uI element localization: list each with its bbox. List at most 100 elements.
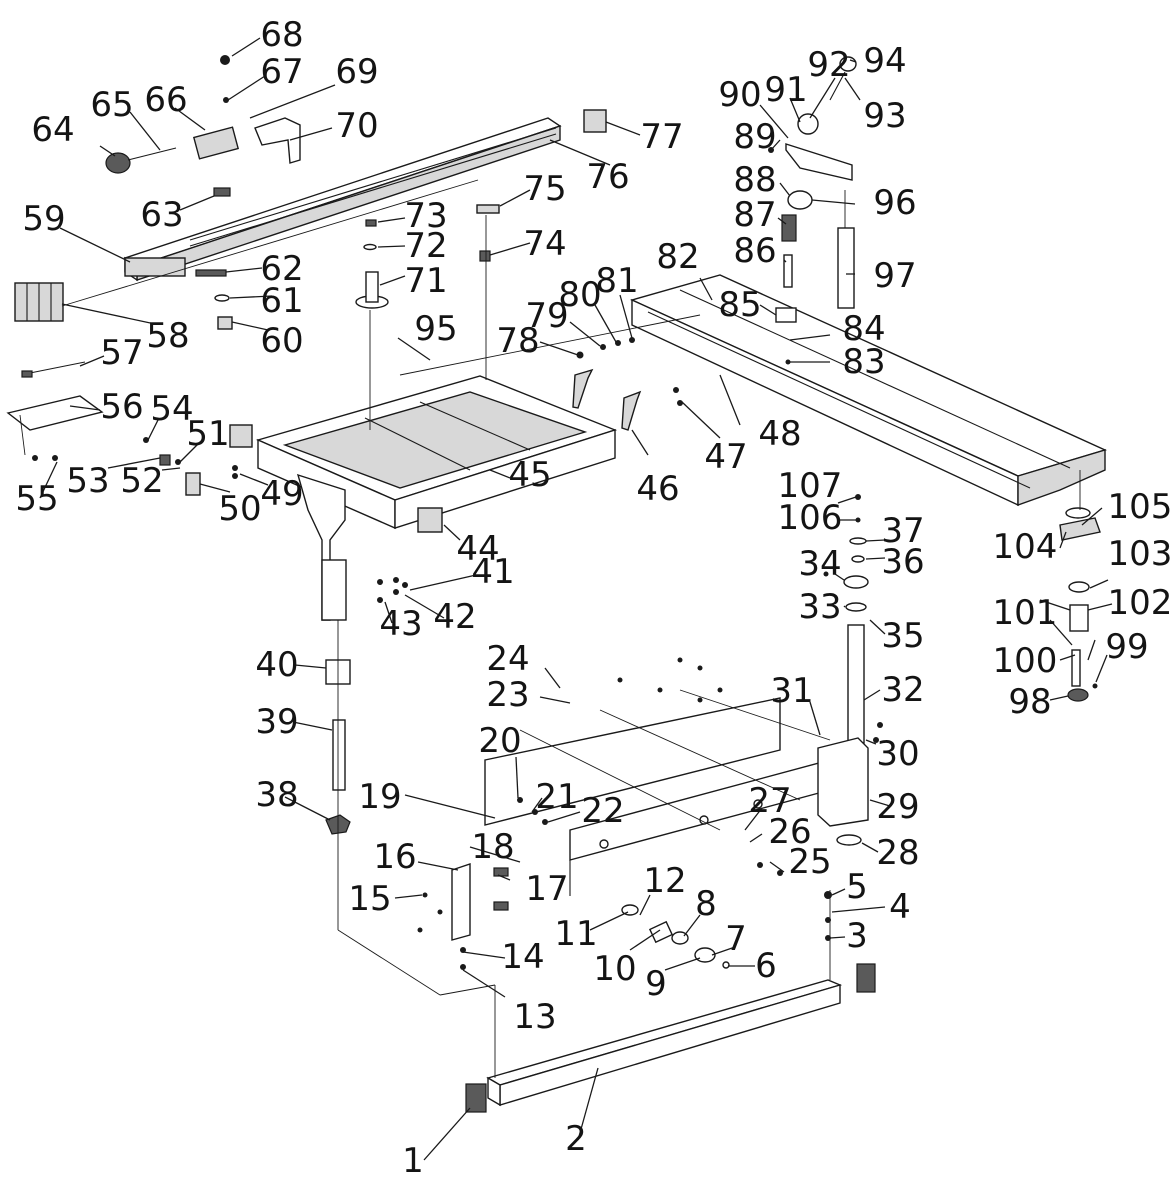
callout-60: 60 (260, 321, 303, 361)
callout-59: 59 (22, 199, 65, 239)
callout-15: 15 (348, 879, 391, 919)
callout-24: 24 (486, 639, 529, 679)
callout-3: 3 (846, 916, 868, 956)
callout-32: 32 (881, 670, 924, 710)
support-column (843, 537, 869, 744)
callout-19: 19 (358, 777, 401, 817)
callout-70: 70 (335, 106, 378, 146)
callout-14: 14 (501, 937, 544, 977)
callout-10: 10 (593, 949, 636, 989)
callout-93: 93 (863, 96, 906, 136)
callout-96: 96 (873, 183, 916, 223)
callout-6: 6 (755, 946, 777, 986)
callout-1: 1 (402, 1141, 424, 1181)
callout-50: 50 (218, 489, 261, 529)
callout-85: 85 (718, 285, 761, 325)
callout-64: 64 (31, 110, 74, 150)
callout-78: 78 (496, 321, 539, 361)
fastener-dots (32, 147, 1098, 970)
callout-49: 49 (260, 474, 303, 514)
callout-44: 44 (456, 529, 499, 569)
small-hardware (195, 109, 607, 330)
callout-31: 31 (770, 671, 813, 711)
leader-lines (39, 37, 1113, 1161)
callout-87: 87 (733, 195, 776, 235)
callout-80: 80 (558, 275, 601, 315)
callout-75: 75 (523, 169, 566, 209)
callout-8: 8 (695, 884, 717, 924)
assembly-guide-lines (19, 179, 1081, 1078)
callout-30: 30 (876, 734, 919, 774)
callout-84: 84 (842, 309, 885, 349)
callout-103: 103 (1108, 534, 1173, 574)
callout-94: 94 (863, 41, 906, 81)
callout-35: 35 (881, 616, 924, 656)
callout-26: 26 (768, 812, 811, 852)
callout-90: 90 (718, 75, 761, 115)
frame-brackets (159, 424, 443, 533)
callout-79: 79 (525, 296, 568, 336)
side-bracket (451, 863, 509, 941)
callout-89: 89 (733, 117, 776, 157)
callout-45: 45 (508, 455, 551, 495)
callout-104: 104 (993, 527, 1058, 567)
plate-and-screw (6, 361, 104, 431)
callout-73: 73 (404, 196, 447, 236)
callout-63: 63 (140, 195, 183, 235)
lock-handles (572, 337, 683, 431)
callout-29: 29 (876, 787, 919, 827)
callout-77: 77 (640, 117, 683, 157)
callout-42: 42 (433, 597, 476, 637)
callout-97: 97 (873, 256, 916, 296)
callout-37: 37 (881, 511, 924, 551)
callout-13: 13 (513, 997, 556, 1037)
callout-62: 62 (260, 249, 303, 289)
callout-38: 38 (255, 775, 298, 815)
callout-numbers: 1 2 3 4 5 6 7 8 9 10 11 12 13 14 15 16 1… (15, 15, 1172, 1181)
callout-28: 28 (876, 833, 919, 873)
callout-55: 55 (15, 479, 58, 519)
callout-11: 11 (554, 914, 597, 954)
callout-40: 40 (255, 645, 298, 685)
callout-48: 48 (758, 414, 801, 454)
end-block (14, 282, 64, 322)
callout-39: 39 (255, 702, 298, 742)
callout-36: 36 (881, 542, 924, 582)
callout-82: 82 (656, 237, 699, 277)
callout-12: 12 (643, 861, 686, 901)
callout-107: 107 (778, 466, 843, 506)
callout-76: 76 (586, 157, 629, 197)
callout-99: 99 (1105, 627, 1148, 667)
callout-23: 23 (486, 675, 529, 715)
callout-52: 52 (120, 461, 163, 501)
leg-adjuster (1059, 507, 1101, 702)
callout-4: 4 (889, 887, 911, 927)
callout-71: 71 (404, 261, 447, 301)
callout-92: 92 (807, 45, 850, 85)
callout-68: 68 (260, 15, 303, 55)
callout-9: 9 (645, 964, 667, 1004)
bottom-stretcher (465, 963, 876, 1113)
callout-54: 54 (150, 389, 193, 429)
callout-25: 25 (788, 842, 831, 882)
callout-58: 58 (146, 316, 189, 356)
callout-102: 102 (1108, 583, 1173, 623)
callout-65: 65 (90, 85, 133, 125)
callout-81: 81 (595, 261, 638, 301)
callout-17: 17 (525, 869, 568, 909)
callout-51: 51 (186, 414, 229, 454)
callout-98: 98 (1008, 682, 1051, 722)
callout-20: 20 (478, 721, 521, 761)
callout-66: 66 (144, 80, 187, 120)
extension-table (629, 274, 1107, 507)
callout-16: 16 (373, 837, 416, 877)
callout-5: 5 (846, 867, 868, 907)
callout-88: 88 (733, 160, 776, 200)
callout-18: 18 (471, 827, 514, 867)
callout-2: 2 (565, 1119, 587, 1159)
fence-rail (123, 117, 562, 282)
callout-61: 61 (260, 281, 303, 321)
callout-72: 72 (404, 226, 447, 266)
callout-57: 57 (100, 333, 143, 373)
